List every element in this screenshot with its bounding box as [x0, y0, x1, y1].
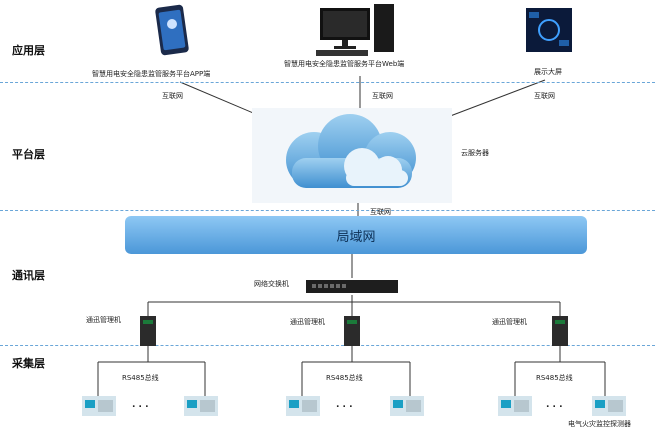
- display-screen-label: 展示大屏: [534, 68, 562, 76]
- layer-title-communication: 通讯层: [12, 269, 45, 282]
- desktop-computer-icon: [316, 4, 394, 56]
- phone-icon: [155, 4, 189, 56]
- detector-icon: [82, 396, 116, 416]
- layer-title-application: 应用层: [12, 44, 45, 57]
- internet-label: 互联网: [372, 92, 393, 100]
- network-switch-label: 网络交换机: [254, 280, 289, 288]
- rs485-bus-label: RS485总线: [536, 374, 573, 382]
- ellipsis: . . .: [336, 400, 353, 410]
- communication-manager-icon: [344, 316, 360, 346]
- communication-manager-label: 通迅管理机: [492, 318, 527, 326]
- rs485-bus-label: RS485总线: [326, 374, 363, 382]
- layer-title-collection: 采集层: [12, 357, 45, 370]
- app-client-label: 智慧用电安全隐患监管服务平台APP端: [92, 70, 211, 78]
- lan-label: 局域网: [336, 229, 376, 245]
- ellipsis: . . .: [132, 400, 149, 410]
- layer-divider: [0, 82, 655, 83]
- web-client-label: 智慧用电安全隐患监管服务平台Web端: [284, 60, 405, 68]
- internet-label: 互联网: [370, 208, 391, 216]
- network-switch-icon: [306, 280, 398, 293]
- detector-label: 电气火灾监控探测器: [568, 420, 631, 428]
- detector-icon: [286, 396, 320, 416]
- cloud-server-icon: [252, 108, 452, 203]
- communication-manager-icon: [552, 316, 568, 346]
- communication-manager-label: 通迅管理机: [86, 316, 121, 324]
- layer-divider: [0, 210, 655, 211]
- cloud-server-label: 云服务器: [461, 149, 489, 157]
- lan-bar: 局域网: [125, 216, 587, 254]
- layer-divider: [0, 345, 655, 346]
- detector-icon: [184, 396, 218, 416]
- communication-manager-icon: [140, 316, 156, 346]
- detector-icon: [498, 396, 532, 416]
- ellipsis: . . .: [546, 400, 563, 410]
- detector-icon: [592, 396, 626, 416]
- rs485-bus-label: RS485总线: [122, 374, 159, 382]
- detector-icon: [390, 396, 424, 416]
- internet-label: 互联网: [534, 92, 555, 100]
- internet-label: 互联网: [162, 92, 183, 100]
- communication-manager-label: 通迅管理机: [290, 318, 325, 326]
- layer-title-platform: 平台层: [12, 148, 45, 161]
- display-screen-icon: [526, 8, 572, 52]
